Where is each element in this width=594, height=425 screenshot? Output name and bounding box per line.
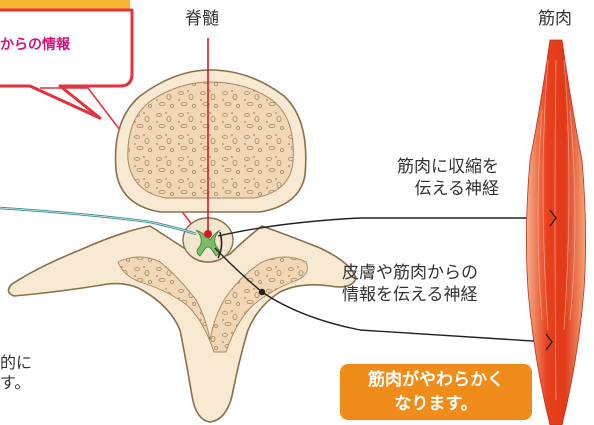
result-box-line-1: 筋肉がやわらかく: [368, 370, 504, 390]
muscle-shape: [526, 39, 586, 425]
result-box: 筋肉がやわらかく なります。: [340, 364, 532, 420]
nerve-dark-inner: [217, 231, 223, 259]
left-text-line-2: す。: [0, 373, 31, 392]
motor-nerve-label-line-2: 伝える神経: [414, 179, 500, 199]
left-text-line-1: 的に: [0, 353, 33, 372]
motor-nerve-line: [217, 217, 552, 237]
muscle-label: 筋肉: [538, 9, 572, 29]
sensory-nerve-label: 皮膚や筋肉からの 情報を伝える神経: [342, 262, 478, 306]
blue-nerve-inner: [0, 207, 197, 235]
spinal-cord-label: 脊髄: [185, 9, 219, 29]
sensory-nerve-label-line-1: 皮膚や筋肉からの: [342, 263, 478, 283]
left-truncated-text: 的に す。: [0, 353, 32, 393]
vertebral-arch: [7, 225, 357, 423]
spinal-pointer-dot: [204, 230, 212, 238]
speech-bubble: [0, 0, 134, 120]
sensory-nerve-line: [214, 247, 549, 343]
motor-nerve-label-line-1: 筋肉に収縮を: [397, 157, 499, 177]
bubble-text: からの情報: [0, 37, 70, 53]
sensory-nerve-ending: [545, 333, 553, 351]
result-box-line-2: なります。: [394, 394, 478, 414]
motor-nerve-label: 筋肉に収縮を 伝える神経: [397, 156, 499, 200]
motor-nerve-ending: [549, 209, 557, 227]
sensory-nerve-label-line-2: 情報を伝える神経: [342, 285, 478, 305]
vertebral-body: [114, 69, 307, 213]
sensory-ganglion-dot: [258, 288, 266, 296]
